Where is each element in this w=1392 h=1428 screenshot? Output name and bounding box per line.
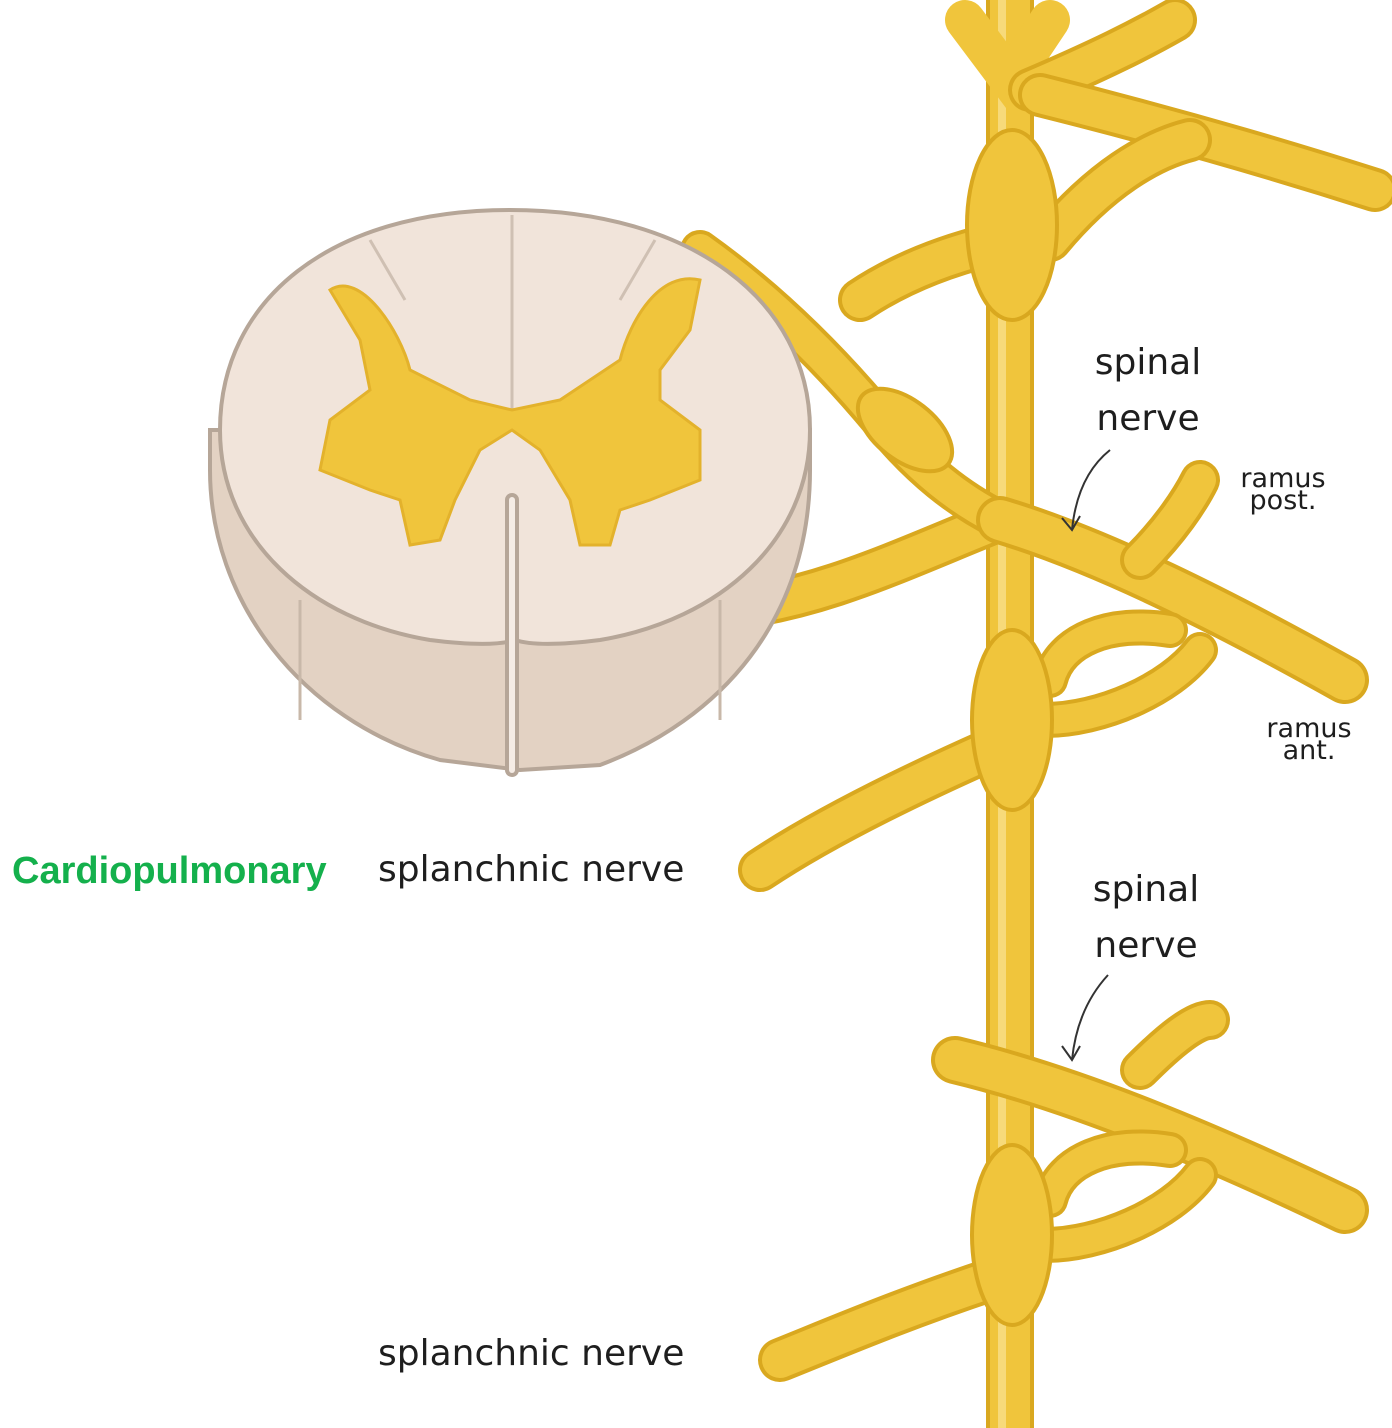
ganglion-2 xyxy=(972,630,1052,810)
label-spinal-nerve-1: spinal nerve xyxy=(1088,335,1208,447)
label-ramus-ant: ramus ant. xyxy=(1254,718,1364,762)
label-spinal-nerve-2-line1: spinal xyxy=(1086,862,1206,918)
arrow-spinal-nerve-1 xyxy=(1072,450,1110,530)
spinal-cord-section xyxy=(210,210,810,770)
label-splanchnic-nerve-2: splanchnic nerve xyxy=(378,1326,684,1382)
label-spinal-nerve-1-line2: nerve xyxy=(1088,391,1208,447)
ganglion-3 xyxy=(972,1145,1052,1325)
label-spinal-nerve-2: spinal nerve xyxy=(1086,862,1206,974)
label-spinal-nerve-2-line2: nerve xyxy=(1086,918,1206,974)
arrow-spinal-nerve-2 xyxy=(1072,975,1108,1060)
label-splanchnic-nerve-1: splanchnic nerve xyxy=(378,842,684,898)
label-cardiopulmonary: Cardiopulmonary xyxy=(12,850,327,893)
label-spinal-nerve-1-line1: spinal xyxy=(1088,335,1208,391)
lower-rami xyxy=(780,1020,1345,1360)
upper-rami xyxy=(860,20,1375,300)
splanchnic-branch-1 xyxy=(760,750,990,870)
label-ramus-post: ramus post. xyxy=(1228,468,1338,512)
ganglion-1 xyxy=(967,130,1057,320)
sympathetic-ganglia xyxy=(967,130,1057,1325)
